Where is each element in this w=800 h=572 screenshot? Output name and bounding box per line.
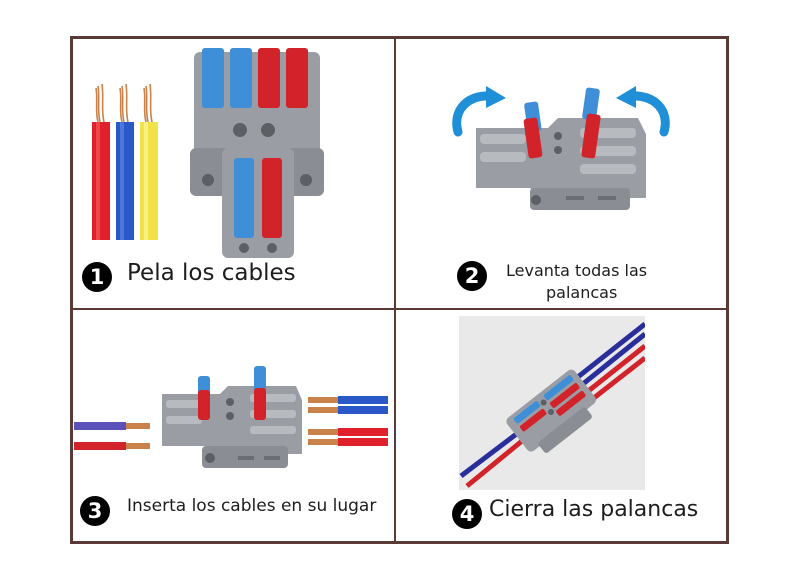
step-number-badge: 3 (80, 496, 110, 526)
right-wires-illustration (308, 396, 388, 446)
step-4-caption: Cierra las palancas (489, 497, 699, 522)
horizontal-divider (70, 308, 729, 310)
step-3-caption: Inserta los cables en su lugar (127, 496, 377, 516)
step-number-badge: 2 (457, 261, 487, 291)
connector-levers-raised-illustration (476, 87, 646, 210)
curved-arrow-icon (452, 86, 506, 137)
vertical-divider (394, 36, 396, 544)
curved-arrow-icon (616, 86, 670, 137)
connector-open-illustration (162, 366, 302, 468)
connector-top-view-illustration (190, 48, 324, 258)
step-number-badge: 1 (82, 262, 112, 292)
step-2-caption-line-2: palancas (546, 283, 618, 302)
step-1-caption: Pela los cables (127, 260, 296, 286)
left-wires-illustration (74, 422, 150, 450)
connected-connector-photo (459, 316, 645, 490)
stripped-wires-illustration (92, 83, 158, 240)
step-2-caption-line-1: Levanta todas las (506, 261, 648, 280)
step-number-badge: 4 (452, 499, 482, 529)
